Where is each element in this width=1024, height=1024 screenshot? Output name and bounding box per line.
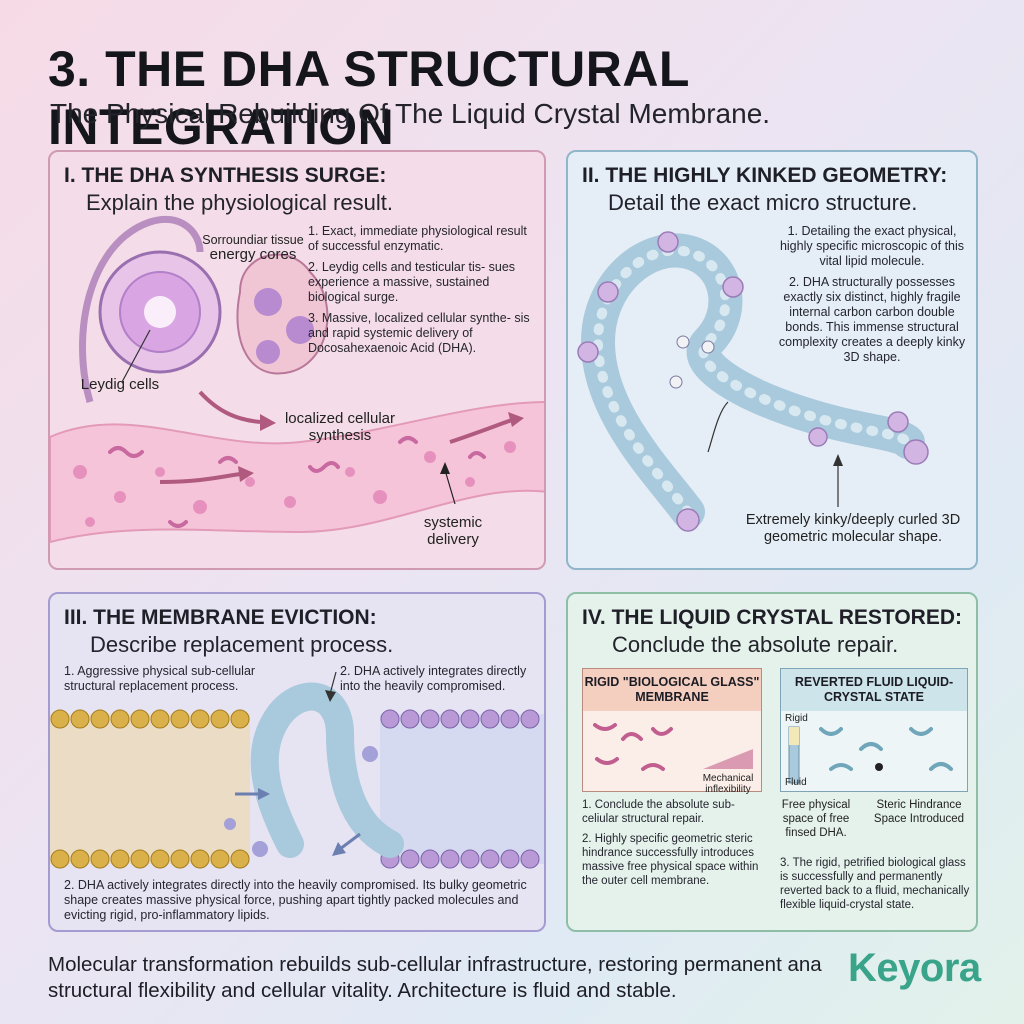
label-fluid: Fluid bbox=[785, 777, 807, 788]
flow-arrow bbox=[159, 472, 241, 484]
point-2-leader bbox=[329, 671, 337, 695]
rigid-lipid-layer bbox=[50, 709, 250, 869]
caption-leader bbox=[707, 401, 729, 453]
label-kinky-shape: Extremely kinky/deeply curled 3D geometr… bbox=[745, 512, 961, 545]
point-1: 1. Exact, immediate physiological result… bbox=[308, 224, 527, 253]
label-free-space: Free physical space of free finsed DHA. bbox=[781, 799, 851, 839]
label-rigid: Rigid bbox=[785, 713, 808, 724]
label-localized-synthesis: localized cellular synthesis bbox=[284, 410, 396, 444]
panel-subheading: Explain the physiological result. bbox=[86, 190, 393, 215]
panel-membrane-eviction: III. THE MEMBRANE EVICTION: Describe rep… bbox=[48, 592, 546, 932]
label-systemic-delivery: systemic delivery bbox=[423, 514, 483, 548]
point-1: 1. Conclude the absolute sub- celiular s… bbox=[582, 799, 735, 825]
rigid-membrane-title: RIGID "BIOLOGICAL GLASS" MEMBRANE bbox=[583, 669, 761, 711]
footer-summary: Molecular transformation rebuilds sub-ce… bbox=[48, 953, 822, 1002]
point-2: 2. DHA structurally possesses exactly si… bbox=[778, 275, 966, 364]
evicted-lipids bbox=[224, 746, 378, 857]
points-left: 1. Conclude the absolute sub- celiular s… bbox=[582, 798, 768, 888]
tissue-nucleus bbox=[256, 340, 280, 364]
leydig-leader bbox=[121, 329, 151, 383]
label-leydig-cells: Leydig cells bbox=[80, 376, 160, 393]
panel-heading: II. THE HIGHLY KINKED GEOMETRY: bbox=[582, 164, 948, 187]
panel-heading: I. THE DHA SYNTHESIS SURGE: bbox=[64, 164, 387, 187]
blood-vessel bbox=[50, 401, 544, 544]
panel-kinked-geometry: II. THE HIGHLY KINKED GEOMETRY: Detail t… bbox=[566, 150, 978, 570]
fluid-state-box: REVERTED FLUID LIQUID-CRYSTAL STATE Rigi… bbox=[780, 668, 968, 792]
point-3: 2. DHA actively integrates directly into… bbox=[64, 878, 527, 922]
point-3: 3. Massive, localized cellular synthe- s… bbox=[308, 311, 530, 355]
dha-squiggles bbox=[108, 436, 486, 528]
panel-synthesis-surge: I. THE DHA SYNTHESIS SURGE: Explain the … bbox=[48, 150, 546, 570]
page-subtitle: The Physical Rebuilding Of The Liquid Cr… bbox=[50, 98, 771, 129]
label-surrounding: Sorroundiar tissue bbox=[202, 233, 304, 247]
points-list: 1. Exact, immediate physiological result… bbox=[308, 224, 536, 356]
tissue-nucleus bbox=[286, 316, 314, 344]
panel-subheading: Conclude the absolute repair. bbox=[612, 632, 899, 657]
fluid-state-illustration bbox=[788, 726, 953, 784]
force-arrows bbox=[235, 788, 361, 856]
panel-liquid-crystal-restored: IV. THE LIQUID CRYSTAL RESTORED: Conclud… bbox=[566, 592, 978, 932]
label-mechanical-inflexibility: Mechanical inflexibility bbox=[702, 773, 754, 795]
tubule-wall bbox=[79, 215, 204, 403]
inflexibility-wedge bbox=[703, 749, 753, 769]
point-2: 2. Leydig cells and testicular tis- sues… bbox=[308, 260, 516, 304]
tissue-nucleus bbox=[254, 288, 282, 316]
label-energy-cores: energy cores bbox=[209, 246, 297, 263]
membrane-illustration bbox=[50, 671, 544, 869]
dha-particles bbox=[73, 441, 516, 527]
rigid-membrane-illustration bbox=[593, 723, 753, 771]
brand-logo: Keyora bbox=[848, 946, 981, 990]
panel-heading: IV. THE LIQUID CRYSTAL RESTORED: bbox=[582, 606, 962, 629]
fluid-lipid-layer bbox=[380, 709, 544, 869]
steric-point bbox=[875, 763, 883, 771]
dha-molecule-illustration bbox=[577, 231, 929, 532]
dha-molecule bbox=[250, 682, 404, 858]
panel-heading: III. THE MEMBRANE EVICTION: bbox=[64, 606, 377, 629]
panel-subheading: Detail the exact micro structure. bbox=[608, 190, 918, 215]
synthesis-illustration bbox=[50, 215, 544, 544]
rigid-membrane-box: RIGID "BIOLOGICAL GLASS" MEMBRANE Mechan… bbox=[582, 668, 762, 795]
label-steric-hindrance: Steric Hindrance Space Introduced bbox=[873, 799, 965, 825]
bond-markers bbox=[669, 335, 715, 389]
flow-arrow bbox=[198, 390, 261, 424]
point-2: 2. DHA actively integrates directly into… bbox=[340, 664, 527, 693]
flow-arrow bbox=[449, 418, 513, 444]
molecule-highlight bbox=[592, 245, 913, 517]
hydrogen-atoms bbox=[577, 231, 929, 532]
fluid-state-title: REVERTED FLUID LIQUID-CRYSTAL STATE bbox=[781, 669, 967, 711]
fluidity-gauge-top bbox=[789, 727, 799, 745]
point-1: 1. Aggressive physical sub-cellular stru… bbox=[64, 664, 256, 693]
panel-subheading: Describe replacement process. bbox=[90, 632, 394, 657]
page-title: 3. THE DHA STRUCTURAL INTEGRATION bbox=[48, 41, 690, 155]
point-2: 2. Highly specific geometric steric hind… bbox=[582, 833, 759, 887]
systemic-leader bbox=[444, 469, 456, 505]
point-3: 3. The rigid, petrified biological glass… bbox=[780, 857, 970, 911]
point-1: 1. Detailing the exact physical, highly … bbox=[779, 224, 965, 268]
energy-core-glow bbox=[144, 296, 176, 328]
points-list: 1. Detailing the exact physical, highly … bbox=[776, 224, 968, 365]
